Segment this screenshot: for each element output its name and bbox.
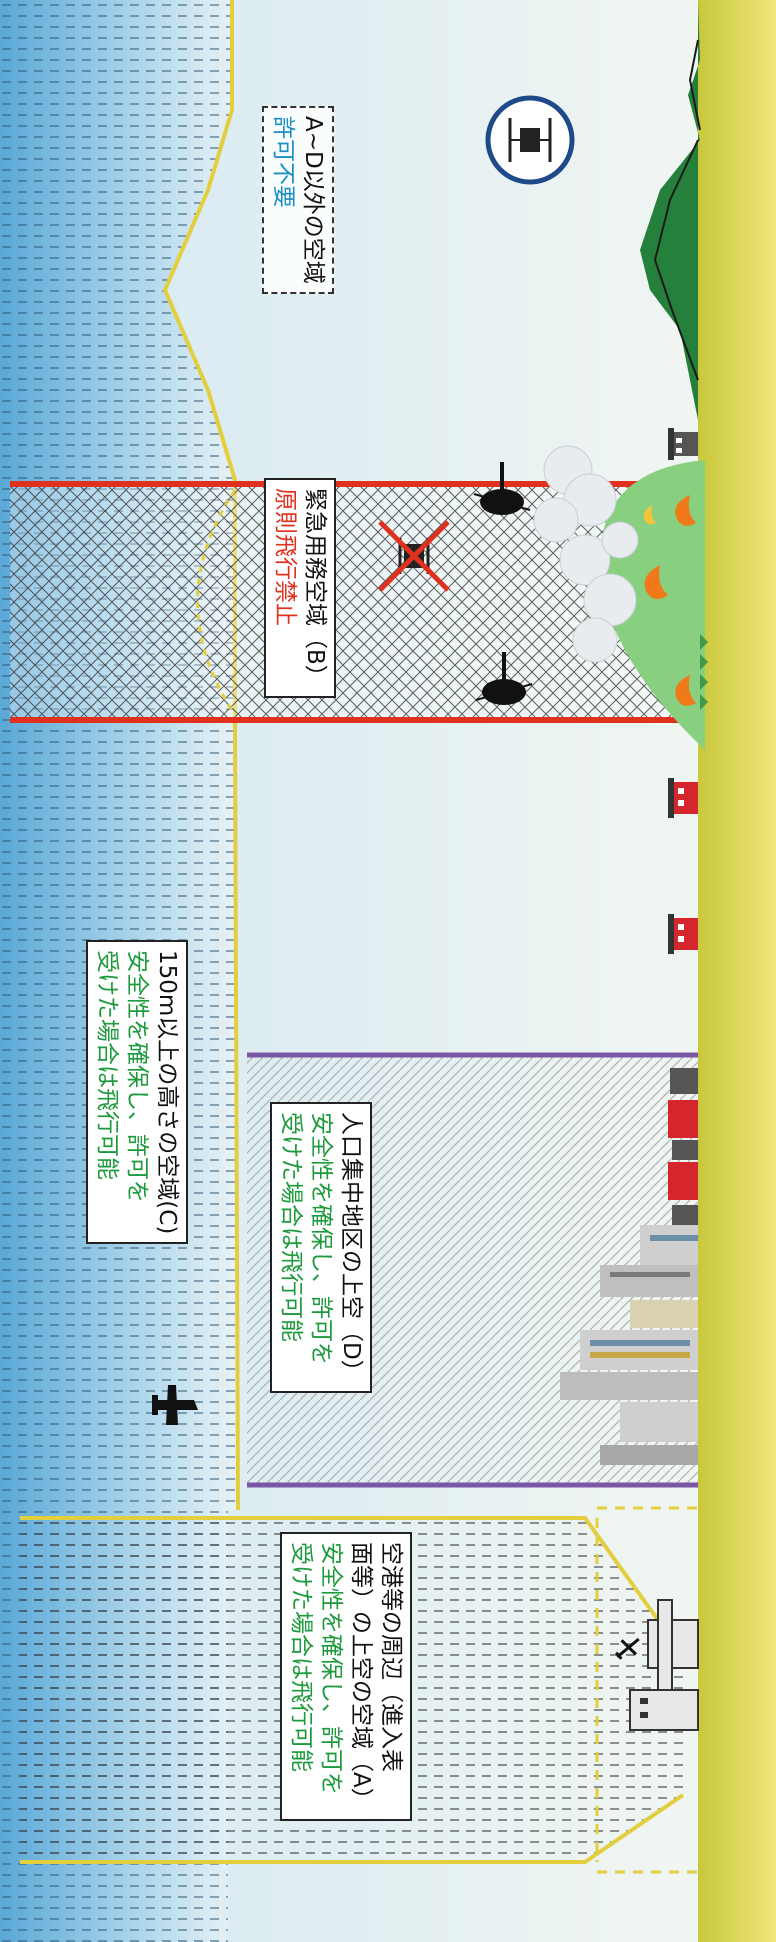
label-zone-b: 緊急用務空域（B） 原則飛行禁止 (264, 478, 336, 698)
label-outside-zone: A~D以外の空域 許可不要 (262, 106, 334, 294)
drone-icon (485, 95, 575, 185)
outside-zone-note: 許可不要 (270, 116, 296, 208)
zone-c-note-1: 安全性を確保し、許可を (124, 950, 150, 1203)
mountain-outline (688, 39, 701, 131)
helicopter-icon (473, 462, 531, 515)
house-icon (668, 778, 698, 818)
zone-a-title-1: 空港等の周辺（進入表 (378, 1542, 404, 1772)
airplane-icon (615, 1637, 640, 1660)
prohibited-drone-icon (378, 520, 450, 592)
zone-a-note-2: 受けた場合は飛行可能 (288, 1542, 314, 1772)
mountain (640, 0, 700, 420)
house-icon (668, 914, 698, 954)
zone-c-title: 150m以上の高さの空域(C) (154, 950, 180, 1235)
zone-b-note: 原則飛行禁止 (272, 488, 298, 626)
label-zone-d: 人口集中地区の上空（D） 安全性を確保し、許可を 受けた場合は飛行可能 (270, 1102, 372, 1393)
airport-zone-border (20, 1516, 685, 1864)
outside-zone-title: A~D以外の空域 (300, 116, 326, 284)
zone-d-note-2: 受けた場合は飛行可能 (278, 1112, 304, 1342)
mountain-ridge (653, 139, 699, 381)
zone-a-title-2: 面等）の上空の空域（A） (348, 1542, 374, 1811)
ground (698, 0, 776, 1942)
label-zone-a: 空港等の周辺（進入表 面等）の上空の空域（A） 安全性を確保し、許可を 受けた場… (280, 1532, 412, 1821)
zone-c-note-2: 受けた場合は飛行可能 (94, 950, 120, 1180)
zone-d-title: 人口集中地区の上空（D） (338, 1112, 364, 1383)
helicopter-icon (475, 652, 533, 705)
fire-icon (643, 495, 696, 706)
smoke-icon (533, 445, 639, 663)
control-tower-icon (629, 1599, 699, 1731)
label-zone-c: 150m以上の高さの空域(C) 安全性を確保し、許可を 受けた場合は飛行可能 (86, 940, 188, 1245)
altitude-line-inside-b (196, 489, 237, 716)
zone-a-note-1: 安全性を確保し、許可を (318, 1542, 344, 1795)
trees (700, 634, 708, 710)
airplane-icon (152, 1385, 198, 1425)
zone-d-note-1: 安全性を確保し、許可を (308, 1112, 334, 1365)
building-icon (560, 1068, 698, 1465)
house-icon (668, 428, 698, 460)
zone-b-title: 緊急用務空域（B） (302, 488, 328, 688)
